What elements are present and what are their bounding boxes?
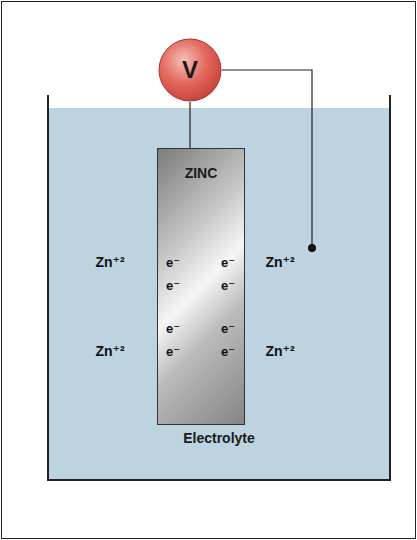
zinc-ion-label: Zn⁺² bbox=[95, 254, 124, 270]
electron-label: e⁻ bbox=[166, 321, 180, 336]
electron-label: e⁻ bbox=[221, 278, 235, 293]
probe-dot bbox=[308, 244, 316, 252]
electron-label: e⁻ bbox=[166, 255, 180, 270]
probe-wire bbox=[311, 108, 312, 248]
connecting-wire bbox=[189, 102, 190, 148]
electron-label: e⁻ bbox=[221, 344, 235, 359]
electron-label: e⁻ bbox=[221, 321, 235, 336]
electrolyte-fill bbox=[49, 108, 389, 479]
voltmeter-body bbox=[159, 39, 221, 101]
meter-symbol: V bbox=[158, 56, 222, 84]
zinc-ion-label: Zn⁺² bbox=[265, 343, 294, 359]
voltmeter-circle: V bbox=[158, 38, 222, 102]
connecting-wire bbox=[222, 70, 312, 108]
electron-label: e⁻ bbox=[166, 278, 180, 293]
beaker-wall bbox=[48, 95, 390, 480]
zinc-ion-label: Zn⁺² bbox=[265, 254, 294, 270]
electrode-name: ZINC bbox=[158, 165, 244, 181]
electrolyte-name: Electrolyte bbox=[49, 430, 389, 446]
electron-label: e⁻ bbox=[221, 255, 235, 270]
electrolyte-region: ZINC Electrolyte bbox=[49, 108, 389, 479]
zinc-ion-label: Zn⁺² bbox=[95, 343, 124, 359]
electron-label: e⁻ bbox=[166, 344, 180, 359]
